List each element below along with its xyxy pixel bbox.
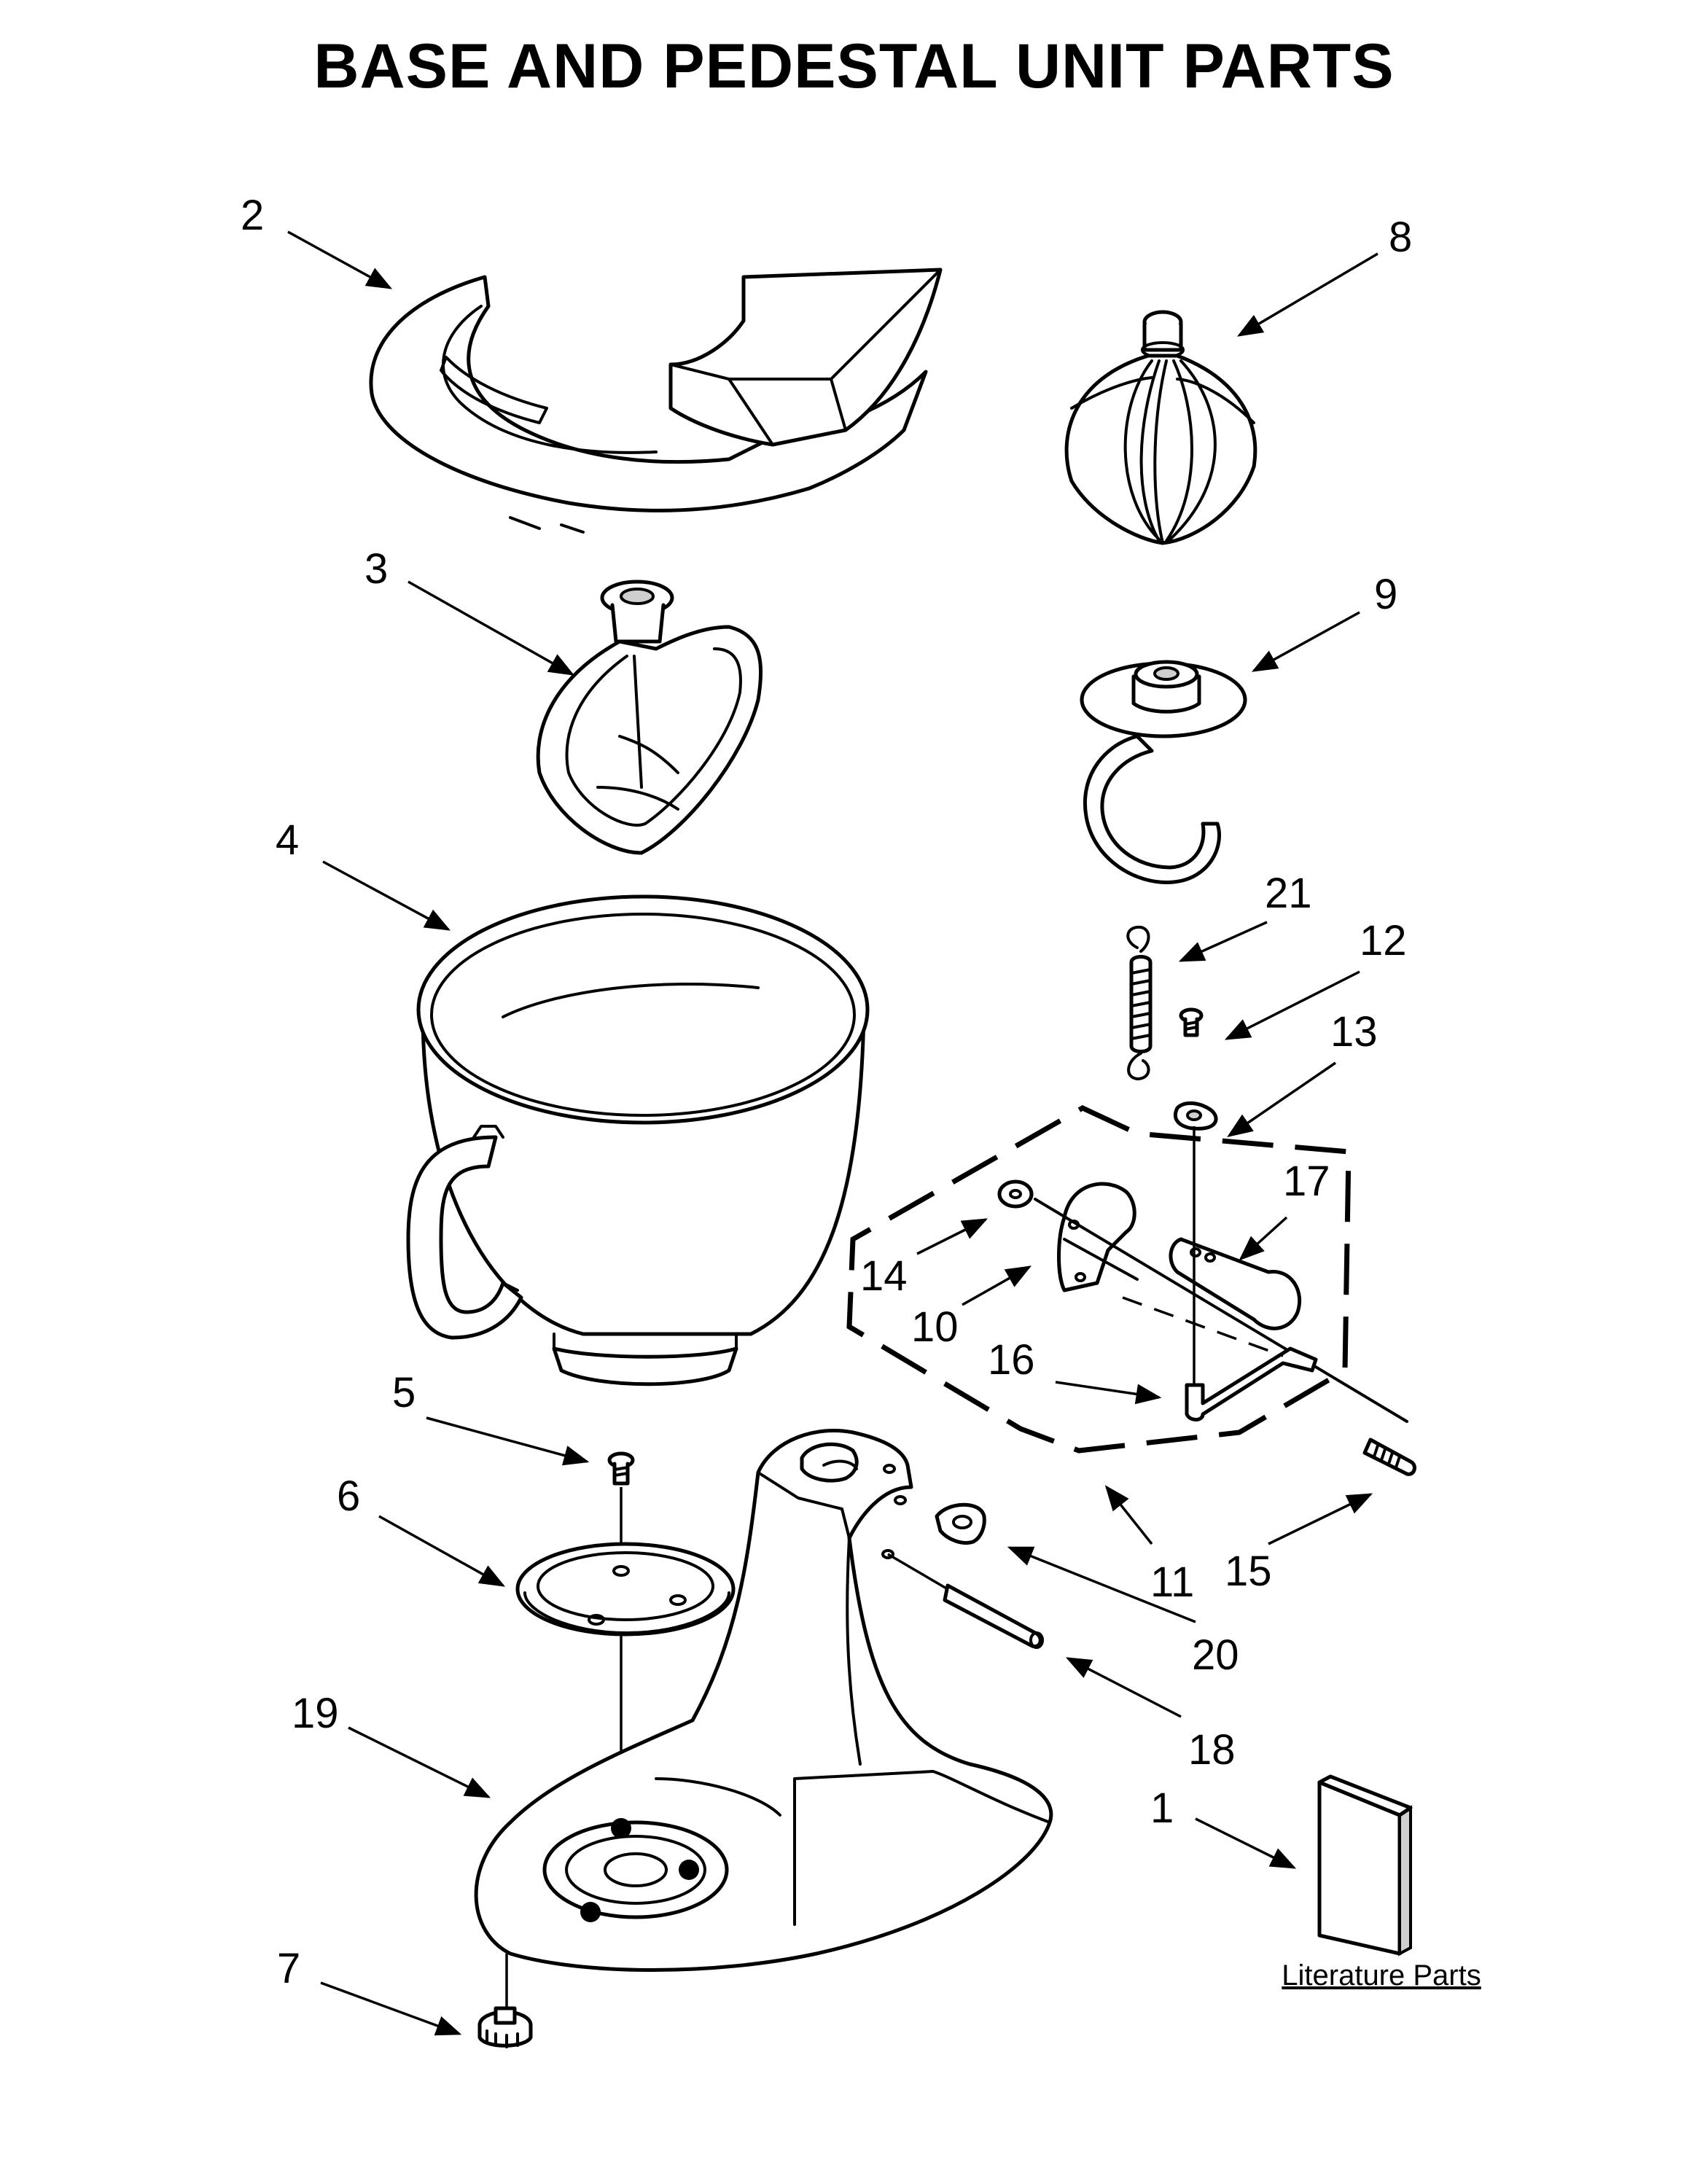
part-6-clamping-plate[interactable] xyxy=(515,1487,736,1830)
part-7-foot[interactable] xyxy=(477,1954,533,2048)
part-9-dough-hook[interactable] xyxy=(1080,660,1247,884)
callout-13: 13 xyxy=(1330,1008,1378,1056)
part-12-screw[interactable] xyxy=(1179,1007,1204,1037)
part-2-pouring-shield[interactable] xyxy=(369,268,943,534)
callout-10: 10 xyxy=(911,1303,959,1351)
callout-8: 8 xyxy=(1389,214,1412,261)
callout-3: 3 xyxy=(364,545,388,593)
leader-arrows xyxy=(287,230,1379,2036)
part-13-washer[interactable] xyxy=(1174,1101,1218,1131)
callout-1: 1 xyxy=(1150,1785,1174,1832)
part-21-spring[interactable] xyxy=(1126,925,1153,1080)
callout-12: 12 xyxy=(1360,917,1407,964)
callout-2: 2 xyxy=(241,192,264,239)
part-1-literature[interactable] xyxy=(1317,1774,1413,1957)
part-20-clip[interactable] xyxy=(935,1502,986,1545)
callout-9: 9 xyxy=(1374,571,1397,618)
part-19-pedestal[interactable] xyxy=(474,1428,1053,1972)
callout-14: 14 xyxy=(860,1252,908,1300)
callout-4: 4 xyxy=(276,816,299,864)
callout-19: 19 xyxy=(292,1690,339,1737)
callout-20: 20 xyxy=(1192,1631,1239,1679)
callout-labels: 2 8 3 9 4 21 12 13 17 14 10 16 11 15 5 6… xyxy=(241,192,1412,1992)
literature-parts-link[interactable]: Literature Parts xyxy=(1282,1959,1481,1992)
callout-18: 18 xyxy=(1188,1726,1236,1774)
callout-15: 15 xyxy=(1225,1548,1272,1595)
part-4-bowl[interactable] xyxy=(406,894,870,1386)
callout-5: 5 xyxy=(392,1369,416,1416)
part-8-wire-whip[interactable] xyxy=(1064,310,1257,545)
callout-11: 11 xyxy=(1150,1559,1194,1606)
callout-17: 17 xyxy=(1283,1158,1330,1205)
page-title: BASE AND PEDESTAL UNIT PARTS xyxy=(313,31,1395,101)
part-11-hinge-assembly[interactable] xyxy=(846,1105,1408,1454)
callout-16: 16 xyxy=(988,1336,1035,1384)
part-3-flat-beater[interactable] xyxy=(536,580,763,855)
callout-6: 6 xyxy=(337,1473,360,1520)
part-5-screw[interactable] xyxy=(607,1451,635,1486)
callout-7: 7 xyxy=(277,1945,300,1992)
part-18-hinge-pin[interactable] xyxy=(887,1553,1044,1649)
callout-21: 21 xyxy=(1265,870,1312,917)
part-15-pin[interactable] xyxy=(1362,1438,1416,1476)
